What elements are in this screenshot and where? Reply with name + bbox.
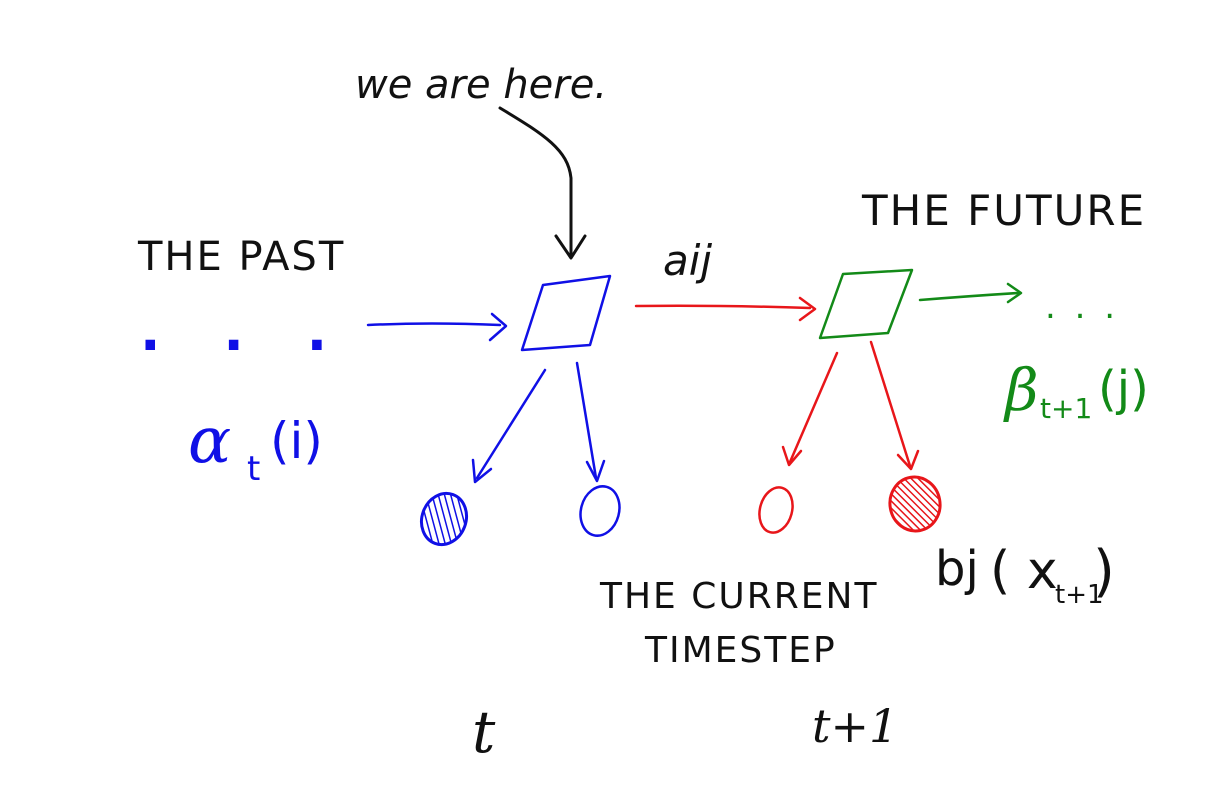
emission-arg-close: ) <box>1093 539 1115 604</box>
past-to-current-arrowhead <box>488 312 508 342</box>
next-emission-arrowhead-left <box>781 445 803 467</box>
next-emission-arrow-left <box>788 351 839 464</box>
current-emission-arrow-right <box>575 361 598 480</box>
the-past-label: THE PAST <box>137 234 345 280</box>
observation-node-next-empty <box>758 486 794 534</box>
time-index-t: t <box>472 698 496 766</box>
observed-node-next-filled <box>888 475 942 533</box>
emission-symbol: bj <box>935 541 979 597</box>
transition-label: aij <box>663 236 712 285</box>
current-state-node <box>520 274 612 352</box>
time-index-t-plus-1: t+1 <box>812 699 898 753</box>
current-emission-arrowhead-right <box>585 459 606 483</box>
current-emission-arrowhead-left <box>471 458 493 484</box>
current-emission-arrow-left <box>475 368 547 480</box>
alpha-symbol: α <box>188 404 231 478</box>
beta-argument: (j) <box>1098 361 1149 417</box>
emission-arg-open: ( x <box>990 541 1058 601</box>
past-to-current-arrow <box>366 322 502 327</box>
beta-symbol: β <box>1003 356 1039 424</box>
we-are-here-arrow <box>498 106 573 257</box>
beta-subscript: t+1 <box>1040 392 1092 425</box>
the-future-label: THE FUTURE <box>861 186 1146 235</box>
transition-arrowhead <box>798 296 817 322</box>
next-emission-arrow-right <box>869 340 912 468</box>
observed-node-past-filled <box>419 491 469 547</box>
transition-arrow <box>634 304 812 310</box>
next-to-future-arrowhead <box>1006 282 1023 304</box>
observation-node-current-empty <box>579 485 621 537</box>
alpha-argument: (i) <box>270 412 323 470</box>
alpha-subscript: t <box>247 449 260 489</box>
past-dots: . . . <box>140 300 349 363</box>
current-timestep-label-line1: THE CURRENT <box>599 576 878 617</box>
we-are-here-label: we are here. <box>355 62 607 108</box>
current-timestep-label-line2: TIMESTEP <box>644 630 837 671</box>
next-to-future-arrow <box>918 291 1020 302</box>
emission-subscript: t+1 <box>1055 580 1104 610</box>
future-dots: . . . <box>1045 287 1119 327</box>
next-state-node <box>818 268 914 340</box>
next-emission-arrowhead-right <box>896 449 920 471</box>
we-are-here-arrowhead <box>554 234 587 260</box>
